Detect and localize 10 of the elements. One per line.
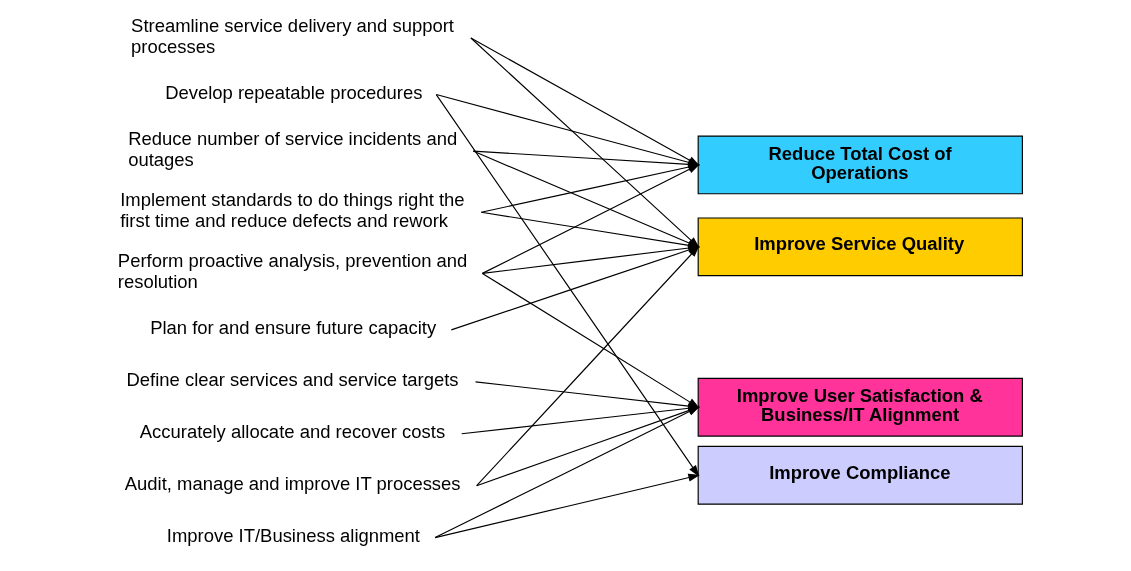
node-text: Develop repeatable procedures <box>165 81 423 103</box>
node-text: Perform proactive analysis, prevention and resolution <box>117 250 468 293</box>
node-text: Define clear services and service targets <box>126 369 459 391</box>
node-text: Streamline service delivery and support processes <box>131 15 454 57</box>
node-text: Accurately allocate and recover costs <box>139 421 446 443</box>
node-text: Reduce number of service incidents and outages <box>128 128 458 170</box>
node-text: Plan for and ensure future capacity <box>150 317 437 339</box>
node-text: Implement standards to do things right the first time and reduce defects and rework <box>120 189 465 231</box>
node-text: Audit, manage and improve IT processes <box>124 473 461 495</box>
node-text: Improve IT/Business alignment <box>166 524 420 546</box>
